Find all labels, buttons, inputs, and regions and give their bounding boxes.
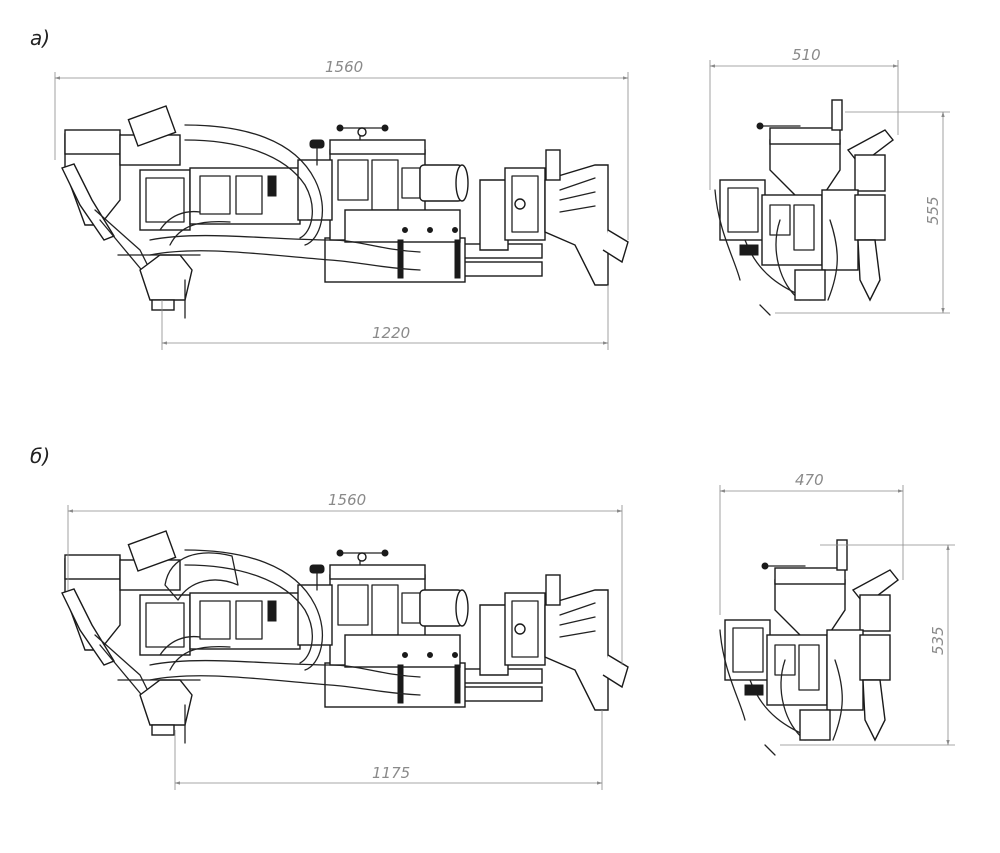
- view-a-label: а): [30, 26, 50, 50]
- dimension-a-height: 555: [775, 111, 950, 314]
- dimension-b-base: 1175: [174, 710, 603, 790]
- dimension-a-base: 1220: [161, 285, 609, 350]
- dimension-a-width: 510: [709, 46, 899, 190]
- dim-a-510: 510: [792, 46, 821, 64]
- front-view-b: [719, 539, 899, 756]
- dimension-b-height: 535: [780, 544, 955, 746]
- dim-b-470: 470: [795, 471, 824, 489]
- dim-b-535: 535: [929, 626, 947, 655]
- front-view-a: [714, 99, 894, 316]
- dimension-a-length: 1560: [54, 58, 629, 240]
- dim-a-555: 555: [924, 196, 942, 225]
- view-b-label: б): [30, 444, 50, 468]
- dim-b-1175: 1175: [372, 764, 410, 782]
- dimension-b-width: 470: [719, 471, 904, 615]
- dim-a-1560: 1560: [325, 58, 363, 76]
- dimension-b-length: 1560: [67, 491, 623, 665]
- dim-a-1220: 1220: [372, 324, 410, 342]
- side-view-b: [61, 530, 629, 744]
- dim-b-1560: 1560: [328, 491, 366, 509]
- side-view-a: [61, 105, 629, 319]
